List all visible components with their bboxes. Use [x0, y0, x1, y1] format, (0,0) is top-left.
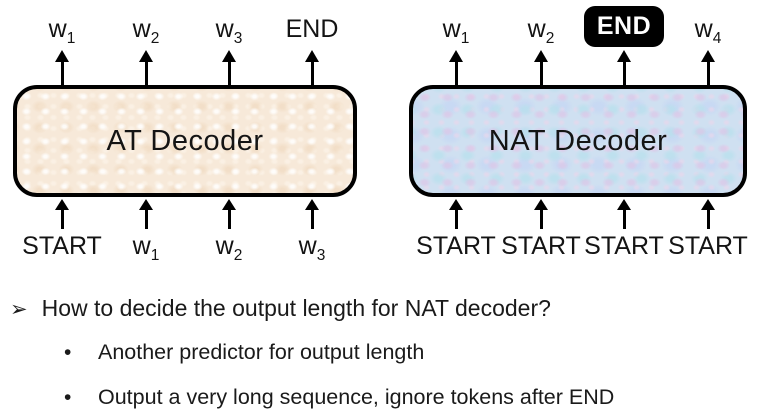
- arrowhead-bullet-icon: ➢: [10, 298, 28, 321]
- arrow-up-icon: [139, 50, 153, 85]
- at-decoder-label: AT Decoder: [106, 124, 264, 157]
- end-badge: END: [584, 6, 664, 47]
- nat-decoder-label: NAT Decoder: [488, 124, 668, 157]
- arrow-up-icon: [305, 199, 319, 229]
- at-input-token-start: START: [22, 232, 102, 260]
- question-text: How to decide the output length for NAT …: [41, 295, 551, 321]
- at-output-token-2: w2: [132, 15, 160, 47]
- bullet-text-1: Another predictor for output length: [98, 340, 425, 364]
- nat-input-token-start-3: START: [584, 232, 664, 260]
- arrow-up-icon: [55, 199, 69, 229]
- question-line: ➢ How to decide the output length for NA…: [10, 293, 551, 325]
- nat-input-token-start-1: START: [416, 232, 496, 260]
- arrow-up-icon: [449, 50, 463, 85]
- arrow-up-icon: [222, 50, 236, 85]
- arrow-up-icon: [701, 199, 715, 229]
- at-output-token-end: END: [285, 15, 339, 43]
- arrow-up-icon: [305, 50, 319, 85]
- at-output-token-3: w3: [215, 15, 243, 47]
- bullet-text-2: Output a very long sequence, ignore toke…: [98, 385, 615, 409]
- arrow-up-icon: [139, 199, 153, 229]
- arrow-up-icon: [534, 50, 548, 85]
- at-output-token-1: w1: [48, 15, 76, 47]
- at-decoder-box: AT Decoder: [13, 85, 357, 197]
- arrow-up-icon: [449, 199, 463, 229]
- nat-output-token-1: w1: [442, 15, 470, 47]
- bullet-line-2: • Output a very long sequence, ignore to…: [64, 383, 614, 412]
- nat-decoder-box: NAT Decoder: [409, 85, 747, 197]
- arrow-up-icon: [617, 199, 631, 229]
- arrow-up-icon: [55, 50, 69, 85]
- arrow-up-icon: [534, 199, 548, 229]
- at-input-token-2: w2: [215, 232, 243, 264]
- bullet-dot-icon: •: [64, 386, 72, 409]
- nat-input-token-start-2: START: [501, 232, 581, 260]
- arrow-up-icon: [222, 199, 236, 229]
- at-input-token-1: w1: [132, 232, 160, 264]
- nat-input-token-start-4: START: [668, 232, 748, 260]
- nat-output-token-2: w2: [527, 15, 555, 47]
- arrow-up-icon: [617, 50, 631, 85]
- nat-output-token-4: w4: [694, 15, 722, 47]
- arrow-up-icon: [701, 50, 715, 85]
- at-input-token-3: w3: [298, 232, 326, 264]
- bullet-line-1: • Another predictor for output length: [64, 338, 424, 367]
- bullet-dot-icon: •: [64, 341, 72, 364]
